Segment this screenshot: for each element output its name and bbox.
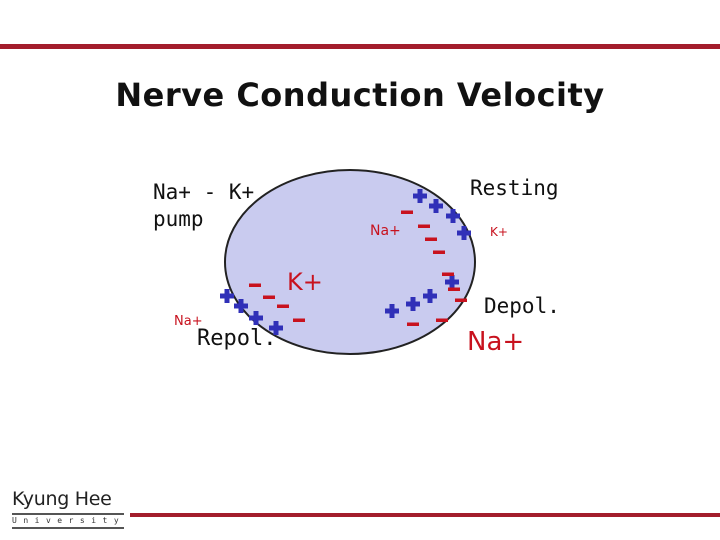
plus-ion-icon: [413, 189, 427, 203]
plus-ion-icon: [446, 209, 460, 223]
plus-ion-icon: [269, 321, 283, 335]
repol-label: Repol.: [197, 326, 277, 351]
minus-ion-icon: [455, 298, 467, 302]
depol-label: Depol.: [484, 294, 560, 318]
plus-ion-icon: [457, 226, 471, 240]
plus-ion-icon: [385, 304, 399, 318]
minus-ion-icon: [425, 237, 437, 241]
repol-na-label: Na+: [174, 314, 203, 329]
plus-ion-icon: [429, 199, 443, 213]
minus-ion-icon: [442, 272, 454, 276]
slide-title: Nerve Conduction Velocity: [115, 76, 605, 114]
pump-label-line2: pump: [153, 207, 204, 231]
logo-wordmark: Kyung Hee: [12, 488, 112, 510]
minus-ion-icon: [418, 224, 430, 228]
plus-ion-icon: [445, 275, 459, 289]
minus-ion-icon: [407, 322, 419, 326]
pump-label-line1: Na+ - K+: [153, 180, 255, 204]
resting-na-label: Na+: [370, 223, 401, 239]
resting-label: Resting: [470, 176, 559, 200]
logo-subtitle: University: [12, 513, 124, 529]
minus-ion-icon: [293, 318, 305, 322]
depol-na-label: Na+: [467, 327, 525, 357]
plus-ion-icon: [220, 289, 234, 303]
plus-ion-icon: [249, 311, 263, 325]
minus-ion-icon: [436, 318, 448, 322]
resting-k-label: K+: [490, 225, 508, 239]
university-logo: Kyung Hee University: [12, 490, 124, 529]
plus-ion-icon: [406, 297, 420, 311]
minus-ion-icon: [401, 210, 413, 214]
plus-ion-icon: [423, 289, 437, 303]
minus-ion-icon: [249, 283, 261, 287]
minus-ion-icon: [263, 295, 275, 299]
bottom-accent-rule: [130, 513, 720, 517]
minus-ion-icon: [448, 287, 460, 291]
repol-k-label: K+: [287, 268, 323, 296]
top-accent-rule: [0, 44, 720, 49]
minus-ion-icon: [277, 304, 289, 308]
minus-ion-icon: [433, 250, 445, 254]
plus-ion-icon: [234, 299, 248, 313]
